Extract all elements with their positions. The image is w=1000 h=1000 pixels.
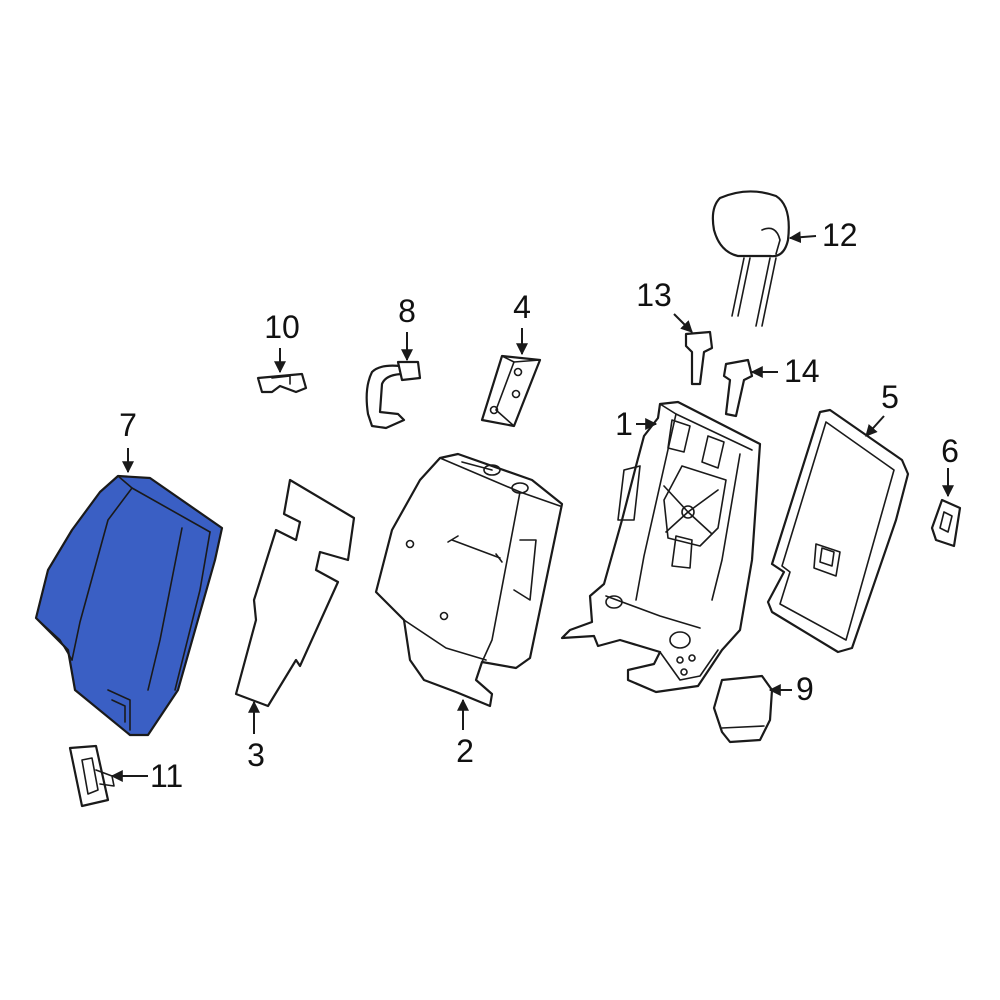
callout-7: 7 [119,407,137,443]
part-12-headrest[interactable] [711,190,790,327]
part-14-guide[interactable] [722,358,754,418]
part-11-clip[interactable] [68,744,115,808]
callout-13: 13 [636,277,672,313]
part-7-seatback-cover[interactable] [34,474,224,737]
callout-14: 14 [784,353,820,389]
part-3-pad[interactable] [234,478,356,708]
callout-8: 8 [398,293,416,329]
part-4-plate[interactable] [480,354,542,428]
part-1-frame[interactable] [560,400,762,694]
part-6-clip[interactable] [930,498,962,548]
callout-6: 6 [941,433,959,469]
callout-11: 11 [150,758,183,794]
callout-10: 10 [264,309,300,345]
callout-2: 2 [456,733,474,769]
part-13-guide[interactable] [684,330,714,386]
part-8-strap[interactable] [365,360,422,430]
leader-5 [865,415,885,437]
callout-12: 12 [822,217,858,253]
part-2-seatback-pad[interactable] [374,452,564,708]
callout-3: 3 [247,737,265,773]
leader-12 [788,231,817,244]
part-9-cap[interactable] [712,674,774,744]
callout-4: 4 [513,289,531,325]
part-5-back-panel[interactable] [766,408,910,654]
callout-5: 5 [881,379,899,415]
part-10-bracket[interactable] [256,372,308,394]
callout-9: 9 [796,671,814,707]
callout-1: 1 [615,406,633,442]
leader-13 [673,313,693,333]
